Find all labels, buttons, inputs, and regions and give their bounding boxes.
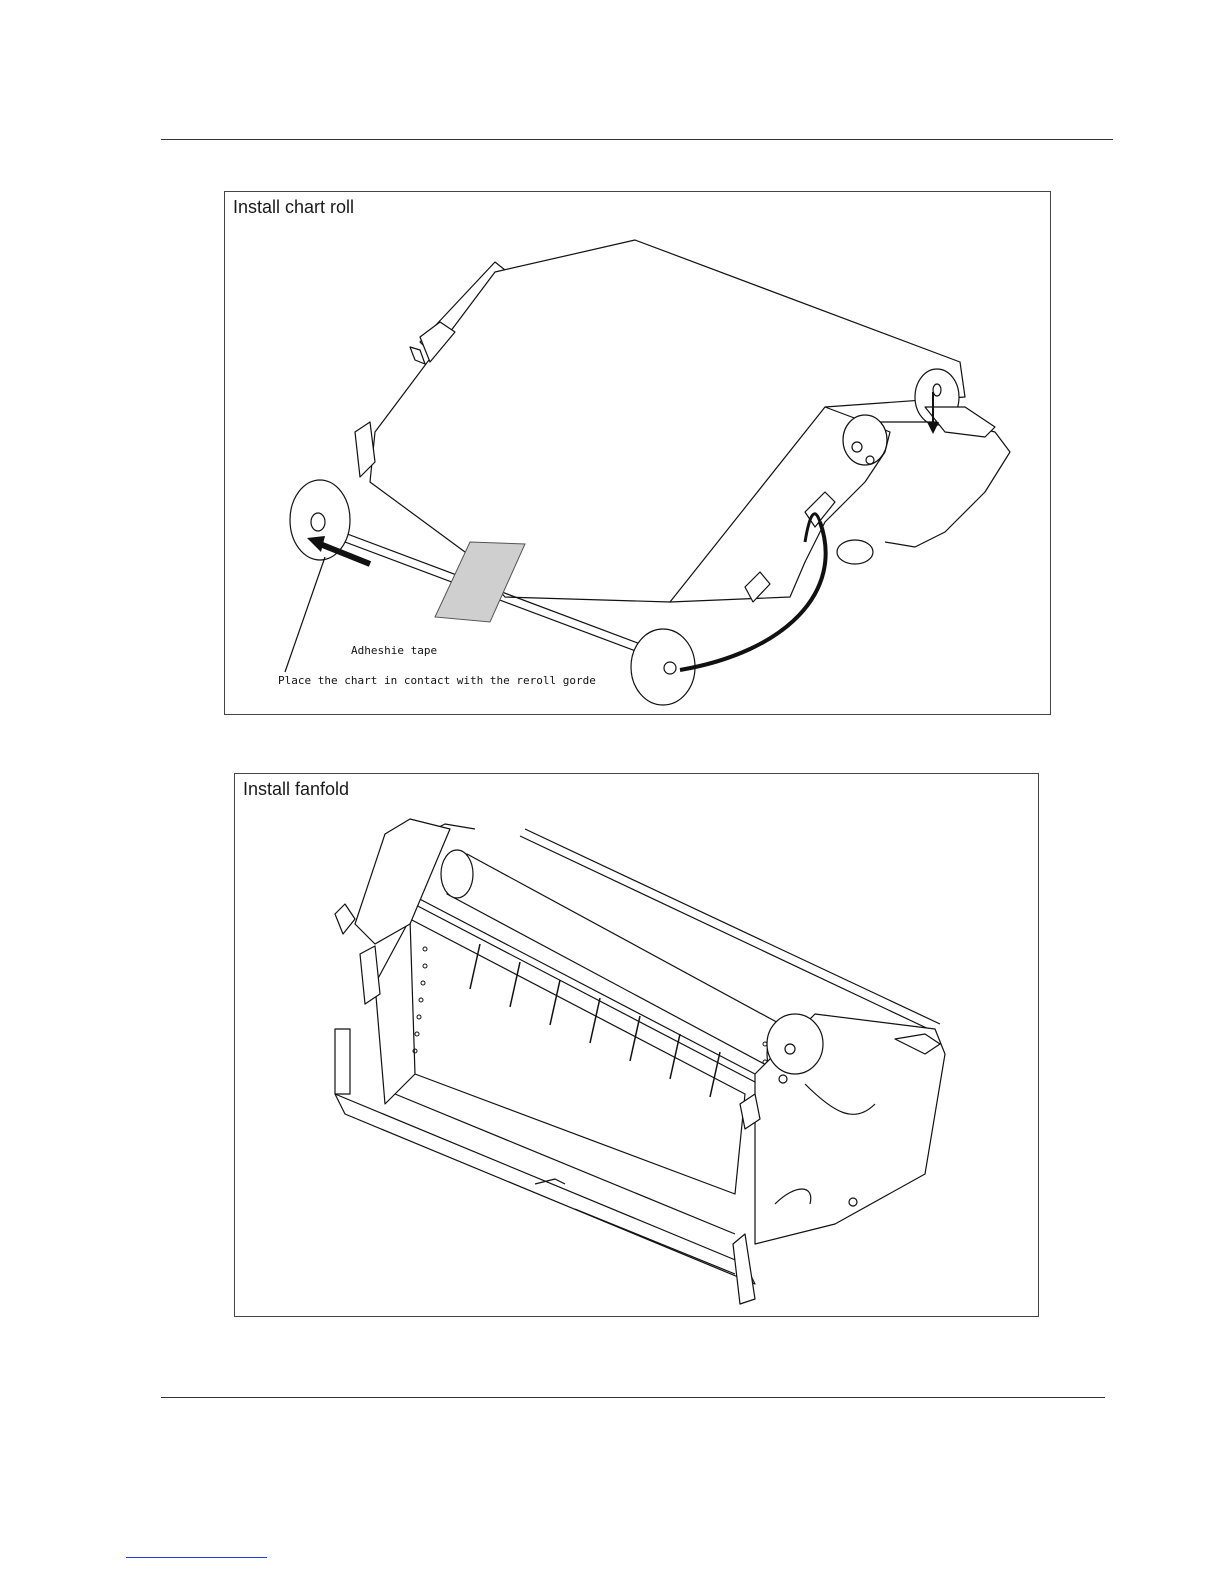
figure-title: Install fanfold	[243, 779, 349, 800]
footer-rule	[161, 1397, 1105, 1398]
figure-install-fanfold: Install fanfold	[234, 773, 1039, 1317]
callout-place-chart: Place the chart in contact with the rero…	[278, 674, 596, 687]
figure-title: Install chart roll	[233, 197, 354, 218]
footer-link-underline[interactable]	[126, 1557, 267, 1558]
callout-adhesive-tape: Adheshie tape	[351, 644, 437, 657]
figure-install-chart-roll: Adheshie tape Place the chart in contact…	[224, 191, 1051, 715]
header-rule	[161, 139, 1113, 140]
chart-roll-illustration: Adheshie tape Place the chart in contact…	[225, 192, 1050, 714]
fanfold-illustration	[235, 774, 1038, 1316]
